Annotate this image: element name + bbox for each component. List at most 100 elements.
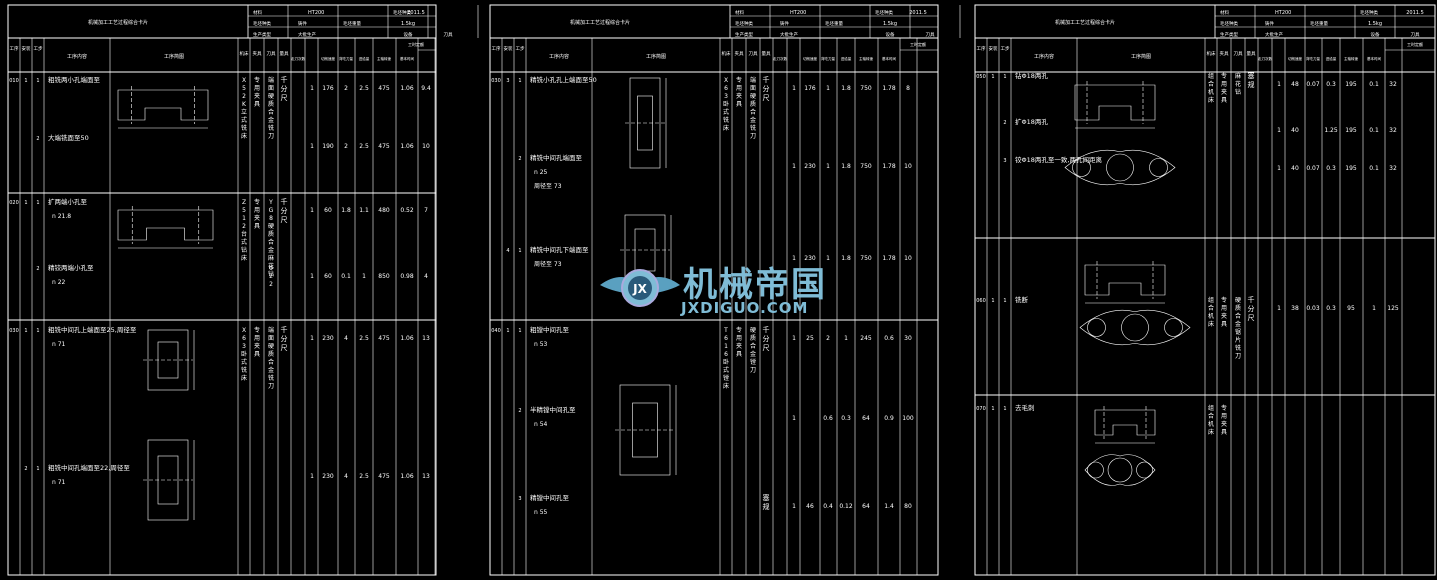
vertical-char: 机 [1208, 312, 1214, 320]
value-cell: 64 [862, 415, 870, 422]
step-no: 2 [36, 266, 39, 272]
value-cell: 1.78 [882, 163, 896, 170]
col-gauge: 量具 [280, 50, 289, 57]
value-cell: 0.9 [884, 415, 894, 422]
step-content: 大端铣面至50 [48, 133, 89, 142]
vertical-char: 具 [736, 351, 742, 358]
col-depth: 背吃刀量 [821, 56, 835, 61]
gauge-cell: 千分尺 [1248, 295, 1255, 322]
value-cell: 480 [378, 207, 390, 214]
vertical-char: 合 [268, 358, 274, 366]
process-sketch [1094, 406, 1156, 444]
step-sub: n 71 [52, 479, 66, 486]
step-no: 1 [1003, 406, 1006, 412]
value-cell: 1 [310, 335, 314, 342]
value-cell: 1 [1277, 81, 1281, 88]
step-no: 1 [36, 466, 39, 472]
vertical-char: 具 [736, 101, 742, 108]
value-cell: 0.1 [341, 273, 351, 280]
vertical-char: 专 [254, 326, 260, 334]
value-cell: 750 [860, 163, 872, 170]
install-no: 2 [24, 466, 27, 472]
material-label: 材料 [735, 9, 744, 16]
vertical-char: 合 [268, 238, 274, 246]
step-no: 2 [518, 156, 521, 162]
cutter-cell: 麻花钻 [1235, 72, 1241, 96]
vertical-char: 用 [1221, 81, 1227, 88]
vertical-char: 用 [254, 207, 260, 214]
vertical-char: 面 [268, 85, 274, 92]
vertical-char: 质 [268, 100, 274, 108]
vertical-char: 合 [1208, 80, 1214, 88]
install-no: 1 [991, 406, 994, 412]
vertical-char: 用 [1221, 305, 1227, 312]
value-cell: 1 [792, 255, 796, 262]
value-cell: 1 [1277, 165, 1281, 172]
vertical-char: 式 [241, 358, 247, 366]
vertical-char: 组 [1208, 296, 1214, 304]
step-no: 2 [1003, 120, 1006, 126]
value-cell: 190 [322, 143, 334, 150]
vertical-char: 用 [254, 335, 260, 342]
blank-value: 铸件 [298, 20, 307, 27]
col-machine: 机床 [240, 50, 249, 57]
value-cell: 125 [1387, 305, 1399, 312]
vertical-char: X [724, 77, 728, 84]
vertical-char: 用 [736, 85, 742, 92]
vertical-char: 5 [242, 85, 246, 92]
step-content: 粗铣中间孔端面至22,周径至 [48, 463, 130, 472]
vertical-char: 面 [268, 335, 274, 342]
process-no: 030 [9, 328, 19, 334]
install-no: 4 [506, 248, 509, 254]
value-cell: 1 [844, 335, 848, 342]
vertical-char: 床 [1208, 96, 1214, 104]
vertical-char: 端 [750, 76, 756, 84]
vertical-char: 合 [1208, 412, 1214, 420]
value-cell: 475 [378, 143, 390, 150]
vertical-char: Y [268, 199, 273, 206]
vertical-char: 2 [269, 281, 273, 288]
vertical-char: 专 [254, 198, 260, 206]
production-value: 大批生产 [298, 31, 316, 38]
value-cell: 2 [344, 143, 348, 150]
vertical-char: 床 [241, 374, 247, 382]
install-no: 1 [506, 328, 509, 334]
value-cell: 1.4 [884, 503, 894, 510]
vertical-char: 用 [736, 335, 742, 342]
watermark-cn: 机械帝国 [683, 265, 827, 305]
vertical-char: 铣 [268, 124, 274, 132]
vertical-char: 塞 [763, 493, 770, 502]
col-fixture: 夹具 [735, 50, 744, 57]
date-value: 2011.5 [909, 10, 927, 16]
col-rpm: 主轴转速 [859, 56, 873, 61]
step-content: 扩两端小孔至 [48, 197, 88, 206]
sheet-title: 机械加工工艺过程综合卡片 [570, 19, 630, 26]
vertical-char: 用 [254, 85, 260, 92]
date-value: 2011.5 [407, 10, 425, 16]
value-cell: 1.8 [841, 85, 851, 92]
value-cell: 0.3 [841, 415, 851, 422]
step-content: 精铰两端小孔至 [48, 263, 94, 272]
value-cell: 1 [310, 273, 314, 280]
process-sketch [1074, 81, 1156, 129]
value-cell: 30 [904, 335, 912, 342]
col-time: 基本时间 [1367, 56, 1382, 61]
vertical-char: 规 [1248, 80, 1255, 89]
value-cell: 1 [826, 163, 830, 170]
value-cell: 10 [422, 143, 430, 150]
vertical-char: 具 [254, 101, 260, 108]
vertical-char: 专 [736, 76, 742, 84]
vertical-char: 夹 [1221, 420, 1227, 428]
vertical-char: 2 [242, 93, 246, 100]
vertical-char: 专 [254, 76, 260, 84]
vertical-char: 夹 [736, 342, 742, 350]
step-no: 3 [1003, 158, 1006, 164]
vertical-char: 硬 [268, 223, 274, 230]
vertical-char: 床 [723, 124, 729, 132]
